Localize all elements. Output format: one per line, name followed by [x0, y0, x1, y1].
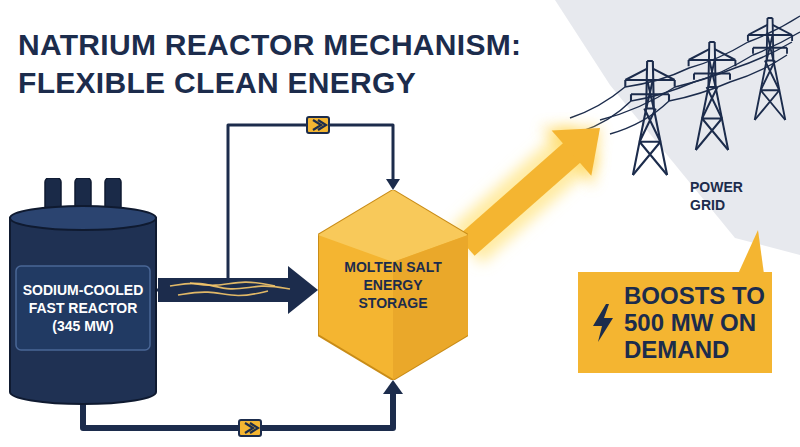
- vessel-lid: [10, 206, 156, 230]
- pylon: [689, 42, 736, 150]
- callout-tail: [738, 230, 764, 274]
- chevron-box: [239, 420, 261, 436]
- chevron-mark: [313, 120, 326, 130]
- arrow-glow: [466, 143, 583, 246]
- vessel-body: [10, 218, 156, 404]
- diagram-title: NATRIUM REACTOR MECHANISM: FLEXIBLE CLEA…: [18, 26, 618, 102]
- lightning-icon: [590, 303, 616, 343]
- reactor-node: SODIUM-COOLED FAST REACTOR (345 MW): [8, 178, 158, 408]
- flow-wisp: [190, 282, 275, 286]
- arrow-head: [552, 128, 600, 176]
- chevron-mark: [245, 423, 258, 433]
- storage-node: MOLTEN SALT ENERGY STORAGE: [318, 190, 468, 380]
- lightning-bolt: [593, 304, 613, 342]
- grid-backdrop: [555, 0, 800, 255]
- node-label: SODIUM-COOLED FAST REACTOR (345 MW): [16, 266, 150, 350]
- arrow-head: [288, 266, 318, 314]
- flow-wisp: [178, 291, 268, 296]
- connector-group: [466, 127, 600, 246]
- callout-box: BOOSTS TO 500 MW ON DEMAND: [578, 272, 772, 373]
- hexagon-face: [318, 190, 468, 380]
- power-wires: [570, 16, 800, 134]
- flow-connector: [466, 143, 583, 246]
- node-label: BOOSTS TO 500 MW ON DEMAND: [620, 272, 770, 373]
- arrow-head: [383, 380, 403, 394]
- flow-chevron: [239, 420, 261, 436]
- label-panel: [16, 266, 150, 350]
- node-label: MOLTEN SALT ENERGY STORAGE: [329, 190, 457, 380]
- pylon: [625, 61, 674, 175]
- flow-chevron: [307, 117, 329, 133]
- arrow-head: [386, 179, 400, 190]
- grid-node: POWER GRID: [600, 0, 800, 222]
- node-label: POWER GRID: [690, 178, 756, 214]
- chevron-box: [307, 117, 329, 133]
